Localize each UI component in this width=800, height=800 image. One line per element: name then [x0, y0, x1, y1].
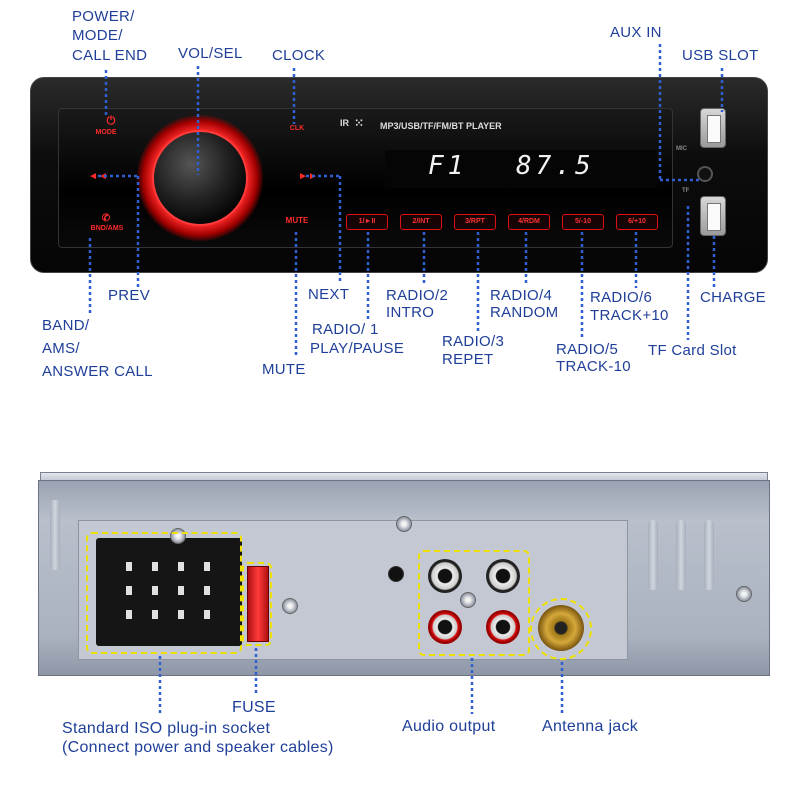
prev-button-icon[interactable]: ◄◄	[88, 171, 108, 182]
label-radio2-line1: RADIO/2	[386, 287, 449, 304]
label-band-line1: BAND/	[42, 317, 90, 334]
label-radio1-line2: PLAY/PAUSE	[310, 340, 405, 357]
iso-socket[interactable]	[96, 538, 242, 646]
label-radio6-line2: TRACK+10	[590, 307, 669, 324]
audio-highlight-box	[418, 550, 530, 656]
rear-fin	[704, 520, 714, 590]
label-power-line3: CALL END	[72, 47, 148, 64]
rca-jack-white[interactable]	[428, 559, 462, 593]
ir-sensor-label: IR	[340, 118, 349, 128]
label-next: NEXT	[308, 286, 350, 303]
band-button-phone-icon[interactable]: ✆	[101, 213, 111, 224]
lcd-frequency: 87.5	[516, 151, 595, 181]
label-prev: PREV	[108, 287, 151, 304]
preset-button-3[interactable]: 3/RPT	[454, 214, 496, 230]
label-radio4-line1: RADIO/4	[490, 287, 553, 304]
rca-jack-red[interactable]	[428, 610, 462, 644]
mode-button-text: MODE	[95, 129, 117, 136]
label-band-line2: AMS/	[42, 340, 80, 357]
preset-button-1[interactable]: 1/►II	[346, 214, 388, 230]
clock-button-text[interactable]: CLK	[289, 125, 305, 132]
tf-label: TF	[682, 188, 690, 194]
rear-fin	[648, 520, 658, 590]
screw	[396, 516, 412, 532]
label-mute: MUTE	[262, 361, 306, 378]
mute-button-text[interactable]: MUTE	[285, 216, 309, 225]
label-aux-in: AUX IN	[610, 24, 662, 41]
label-tf-card-slot: TF Card Slot	[648, 342, 737, 359]
label-radio5-line1: RADIO/5	[556, 341, 619, 358]
label-vol-sel: VOL/SEL	[178, 45, 243, 62]
label-iso-line1: Standard ISO plug-in socket	[62, 720, 271, 737]
lcd-display	[385, 150, 657, 188]
rca-jack-red[interactable]	[486, 610, 520, 644]
usb-slot-charge[interactable]	[700, 196, 726, 236]
fuse-highlight-box	[242, 562, 272, 646]
lcd-band-text: F1	[428, 151, 468, 181]
fuse[interactable]	[247, 566, 269, 642]
preset-button-6[interactable]: 6/+10	[616, 214, 658, 230]
label-iso-line2: (Connect power and speaker cables)	[62, 739, 334, 756]
label-radio3-line1: RADIO/3	[442, 333, 505, 350]
label-power-line2: MODE/	[72, 27, 123, 44]
label-antenna-jack: Antenna jack	[542, 718, 639, 735]
callout-line-group	[88, 44, 724, 716]
preset-button-2[interactable]: 2/INT	[400, 214, 442, 230]
label-audio-output: Audio output	[402, 718, 496, 735]
label-radio2-line2: INTRO	[386, 304, 435, 321]
antenna-highlight-box	[530, 598, 592, 660]
usb-slot-top[interactable]	[700, 108, 726, 148]
label-radio4-line2: RANDOM	[490, 304, 559, 321]
iso-highlight-box	[86, 532, 242, 654]
ir-sensor-icon: ⁙	[354, 116, 365, 130]
screw	[282, 598, 298, 614]
screw	[388, 566, 404, 582]
preset-button-4[interactable]: 4/RDM	[508, 214, 550, 230]
model-text: MP3/USB/TF/FM/BT PLAYER	[380, 121, 502, 131]
screw	[736, 586, 752, 602]
preset-button-5[interactable]: 5/-10	[562, 214, 604, 230]
band-button-text: BND/AMS	[90, 225, 124, 232]
label-usb-slot: USB SLOT	[682, 47, 759, 64]
label-band-line3: ANSWER CALL	[42, 363, 153, 380]
aux-in-jack[interactable]	[697, 166, 713, 182]
rear-fin	[676, 520, 686, 590]
label-fuse: FUSE	[232, 699, 276, 716]
rear-fin	[50, 500, 60, 570]
volume-knob[interactable]	[152, 130, 248, 226]
power-button-icon[interactable]: ⏻	[106, 115, 116, 127]
mic-label: MIC	[676, 146, 687, 152]
label-radio5-line2: TRACK-10	[556, 358, 631, 375]
label-radio1-line1: RADIO/ 1	[312, 321, 379, 338]
label-radio6-line1: RADIO/6	[590, 289, 653, 306]
label-charge: CHARGE	[700, 289, 766, 306]
label-clock: CLOCK	[272, 47, 326, 64]
rca-jack-white[interactable]	[486, 559, 520, 593]
label-power-line1: POWER/	[72, 8, 135, 25]
screw	[460, 592, 476, 608]
label-radio3-line2: REPET	[442, 351, 494, 368]
